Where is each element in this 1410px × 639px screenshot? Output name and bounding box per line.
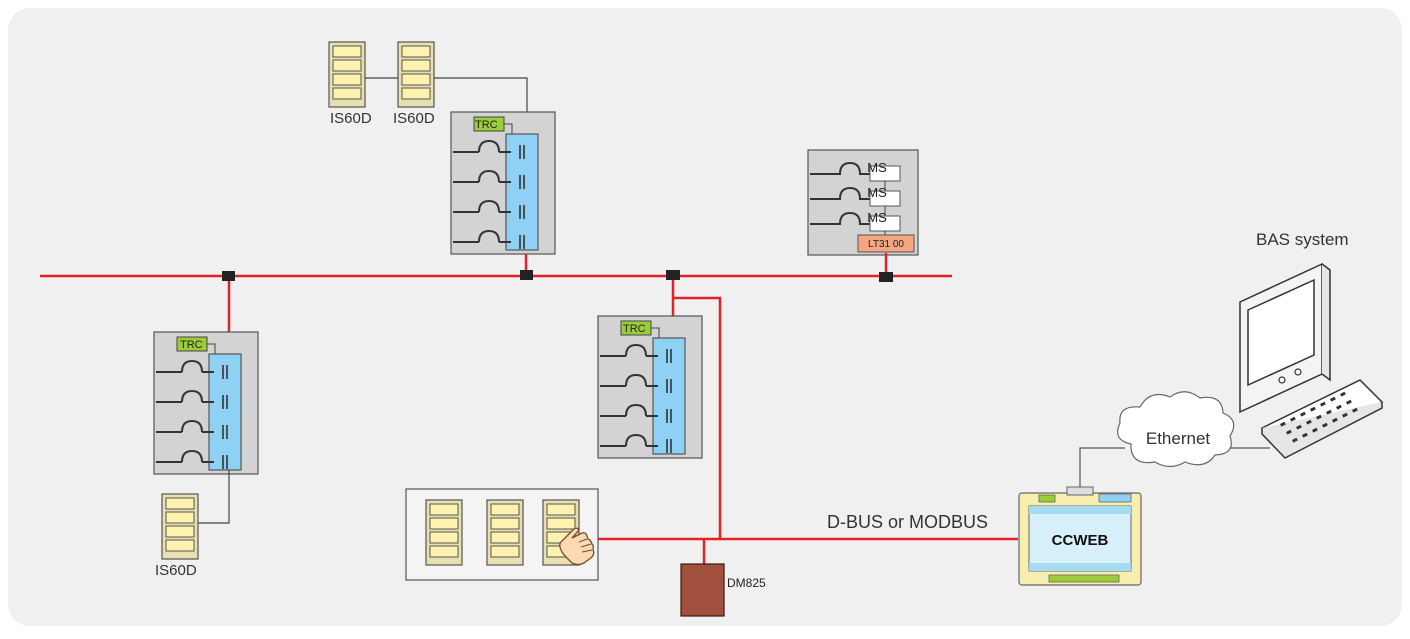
pointing-hand-icon: [559, 527, 595, 566]
trc-label: TRC: [623, 323, 646, 335]
ethernet-cloud: [1117, 391, 1235, 468]
bus-node: [222, 271, 235, 281]
computer-monitor-icon[interactable]: [1239, 262, 1331, 414]
dm825-label: DM825: [727, 576, 766, 590]
ms-label: MS: [867, 160, 887, 175]
keypad-label: IS60D: [155, 562, 197, 579]
ethernet-label: Ethernet: [1146, 429, 1211, 448]
keypad-group-item[interactable]: [425, 499, 463, 566]
trc-label: TRC: [180, 339, 203, 351]
keyboard-icon[interactable]: [1260, 379, 1384, 459]
keypad-is60d-top-right[interactable]: [397, 41, 435, 108]
trc-label: TRC: [475, 119, 498, 131]
keypad-link-line: [434, 77, 528, 112]
bas-system-label: BAS system: [1256, 230, 1349, 249]
bus-label: D-BUS or MODBUS: [827, 512, 988, 532]
keypad-label: IS60D: [330, 110, 372, 127]
ethernet-cable: [1079, 447, 1125, 487]
dm825-device[interactable]: [680, 563, 725, 617]
relay-panel-top[interactable]: [450, 111, 556, 255]
keypad-is60d-top-left[interactable]: [328, 41, 366, 108]
bus-branch-line: [673, 296, 722, 539]
keypad-group-item[interactable]: [486, 499, 524, 566]
ccweb-device[interactable]: [1018, 486, 1142, 586]
bus-node: [666, 270, 680, 280]
lt3100-label: LT31 00: [868, 239, 904, 250]
ms-panel[interactable]: [807, 149, 919, 256]
ccweb-label: CCWEB: [1052, 532, 1109, 549]
ms-label: MS: [867, 210, 887, 225]
diagram-background: [8, 8, 1402, 626]
ms-label: MS: [867, 185, 887, 200]
bus-node: [520, 270, 533, 280]
relay-panel-center[interactable]: [597, 315, 703, 459]
keypad-label: IS60D: [393, 110, 435, 127]
relay-panel-left[interactable]: [153, 331, 259, 475]
keypad-is60d-bottom[interactable]: [161, 493, 199, 560]
bus-node: [879, 272, 893, 282]
keypad-link-line: [198, 470, 230, 524]
